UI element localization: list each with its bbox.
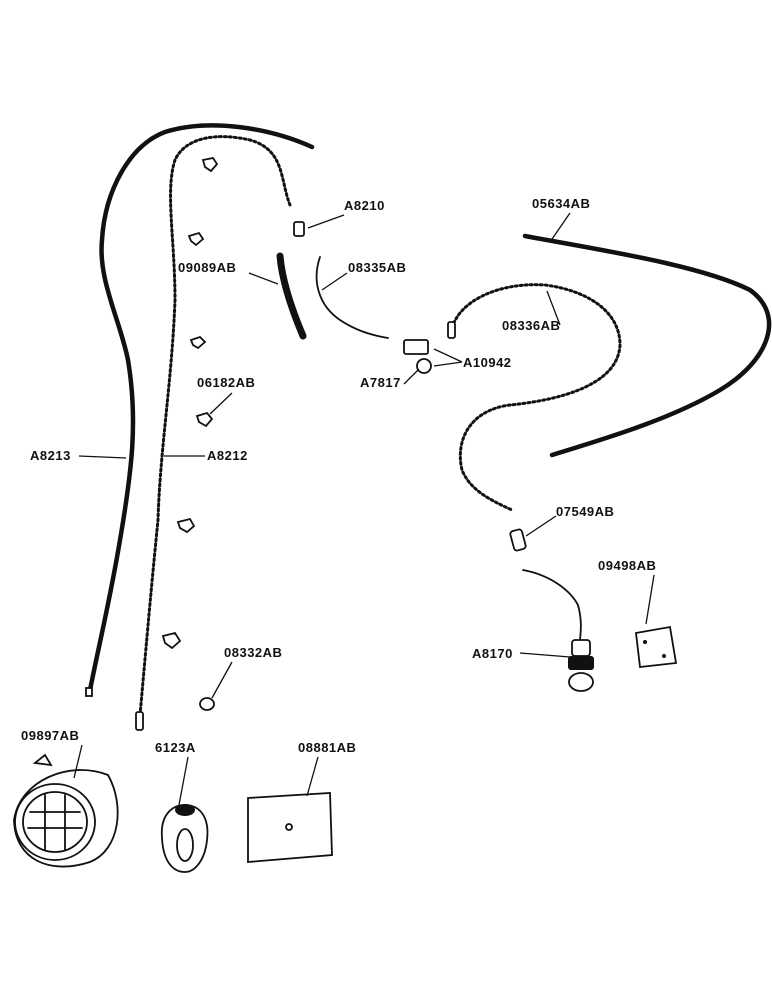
leader-lines [73, 212, 655, 806]
label-a8210: A8210 [344, 198, 385, 213]
mounting-bracket-icon [635, 625, 678, 668]
cable-clip-icon [201, 156, 219, 173]
label-07549ab: 07549AB [556, 504, 614, 519]
headlamp-icon [13, 753, 119, 868]
label-08332ab: 08332AB [224, 645, 282, 660]
cable-clip-icon [161, 631, 182, 650]
connector-07549ab [509, 528, 527, 552]
wire-08336ab [450, 283, 622, 512]
tube-09089ab [276, 252, 307, 340]
cable-clip-icon [189, 335, 207, 350]
label-09897ab: 09897AB [21, 728, 79, 743]
label-06182ab: 06182AB [197, 375, 255, 390]
label-a10942: A10942 [463, 355, 512, 370]
cable-clip-icon [187, 231, 205, 247]
label-a8212: A8212 [207, 448, 248, 463]
junction-block-a10942 [403, 321, 456, 374]
label-05634ab: 05634AB [532, 196, 590, 211]
toggle-switch-icon [568, 639, 594, 692]
wire-a8212 [138, 135, 292, 717]
label-a7817: A7817 [360, 375, 401, 390]
wire-08335ab [315, 256, 389, 339]
label-08881ab: 08881AB [298, 740, 356, 755]
cable-end-a8213 [85, 687, 93, 697]
label-09089ab: 09089AB [178, 260, 236, 275]
gasket-pad-icon [247, 792, 333, 863]
lamp-socket-icon [160, 804, 209, 873]
label-09498ab: 09498AB [598, 558, 656, 573]
label-a8170: A8170 [472, 646, 513, 661]
cable-clip-icon [195, 411, 214, 428]
label-a8213: A8213 [30, 448, 71, 463]
label-6123a: 6123A [155, 740, 196, 755]
label-08335ab: 08335AB [348, 260, 406, 275]
grommet-08332ab [199, 697, 215, 711]
wire-a8170-lead [522, 569, 582, 641]
cable-clip-icon [176, 517, 196, 534]
cable-end-a8212 [135, 711, 144, 731]
cable-a8213 [87, 123, 315, 693]
connector-a8210 [293, 221, 305, 237]
label-08336ab: 08336AB [502, 318, 560, 333]
cable-05634ab [522, 233, 772, 458]
